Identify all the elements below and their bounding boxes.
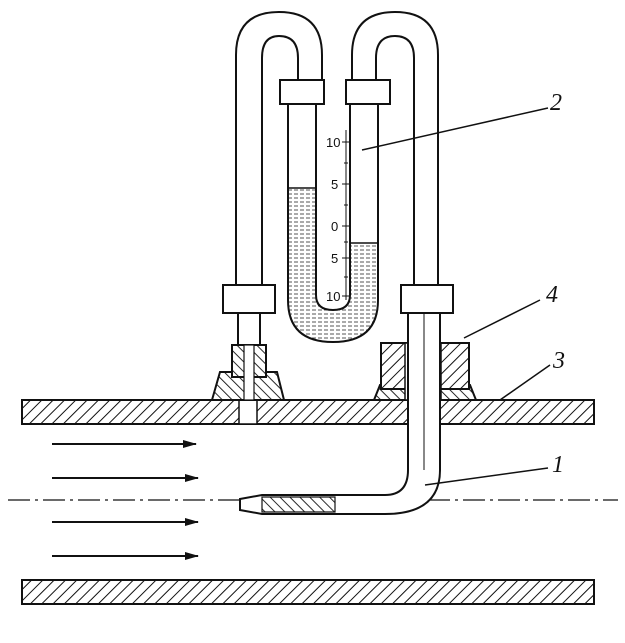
pitot-tube bbox=[239, 304, 441, 515]
scale-label: 5 bbox=[331, 251, 338, 266]
leader-lines bbox=[361, 107, 551, 486]
manometer-scale bbox=[342, 130, 350, 300]
scale-label: 5 bbox=[331, 177, 338, 192]
connecting-tubes bbox=[235, 10, 439, 345]
callout-label-4: 4 bbox=[546, 282, 558, 308]
hose-ferrules bbox=[222, 79, 454, 314]
scale-label: 0 bbox=[331, 219, 338, 234]
flow-arrows bbox=[52, 440, 199, 560]
callout-label-3: 3 bbox=[552, 348, 565, 374]
u-tube-manometer bbox=[287, 104, 379, 344]
callout-label-1: 1 bbox=[552, 452, 564, 478]
scale-label: 10 bbox=[326, 289, 340, 304]
pipe-top-wall bbox=[21, 399, 595, 425]
static-pressure-fitting bbox=[210, 344, 286, 401]
scale-label: 10 bbox=[326, 135, 340, 150]
callout-label-2: 2 bbox=[550, 90, 562, 116]
pipe-bottom-wall bbox=[21, 579, 595, 605]
